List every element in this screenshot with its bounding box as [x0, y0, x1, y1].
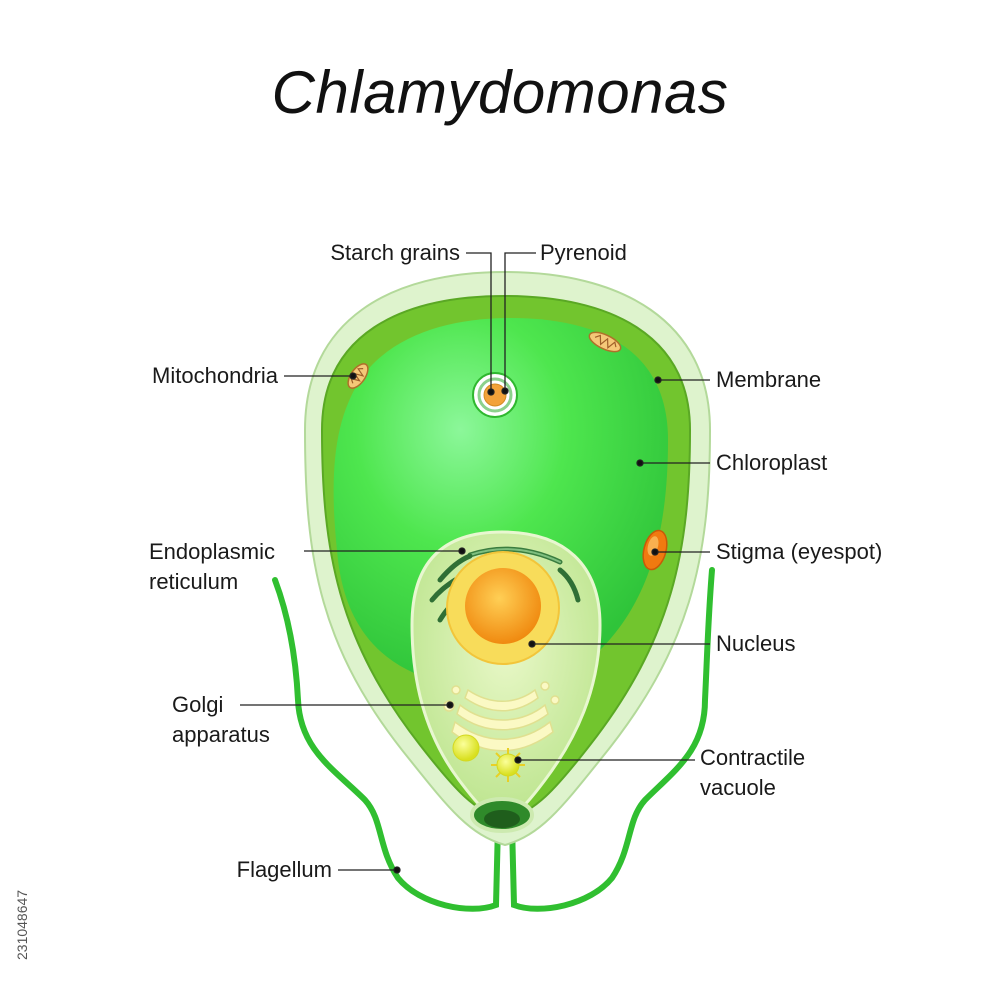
label-golgi-1: Golgi: [172, 692, 224, 717]
flagellum-right: [509, 567, 715, 912]
label-stigma: Stigma (eyespot): [716, 539, 883, 564]
label-pyrenoid: Pyrenoid: [540, 240, 627, 265]
pyrenoid: [472, 372, 518, 418]
leader-starch: [466, 252, 492, 392]
label-nucleus: Nucleus: [716, 631, 796, 656]
label-chloroplast: Chloroplast: [716, 450, 828, 475]
flagella: [272, 567, 715, 912]
label-membrane: Membrane: [716, 367, 822, 392]
leader-pyrenoid: [504, 252, 536, 391]
label-flagellum: Flagellum: [236, 857, 332, 882]
label-contractile-2: vacuole: [700, 775, 776, 800]
endoplasmic-reticulum: [429, 546, 581, 623]
flagellum-left: [272, 577, 501, 912]
label-endoplasmic-1: Endoplasmic: [149, 539, 275, 564]
stock-id: 231048647: [14, 889, 30, 960]
nucleus: [446, 551, 560, 665]
mitochondria: [347, 331, 622, 389]
leader-lines: [240, 252, 710, 874]
label-mitochondria: Mitochondria: [152, 363, 278, 388]
label-endoplasmic-2: reticulum: [149, 569, 239, 594]
diagram-title: Chlamydomonas: [271, 59, 729, 126]
label-starch-grains: Starch grains: [330, 240, 460, 265]
label-golgi-2: apparatus: [172, 722, 270, 747]
label-contractile-1: Contractile: [700, 745, 806, 770]
